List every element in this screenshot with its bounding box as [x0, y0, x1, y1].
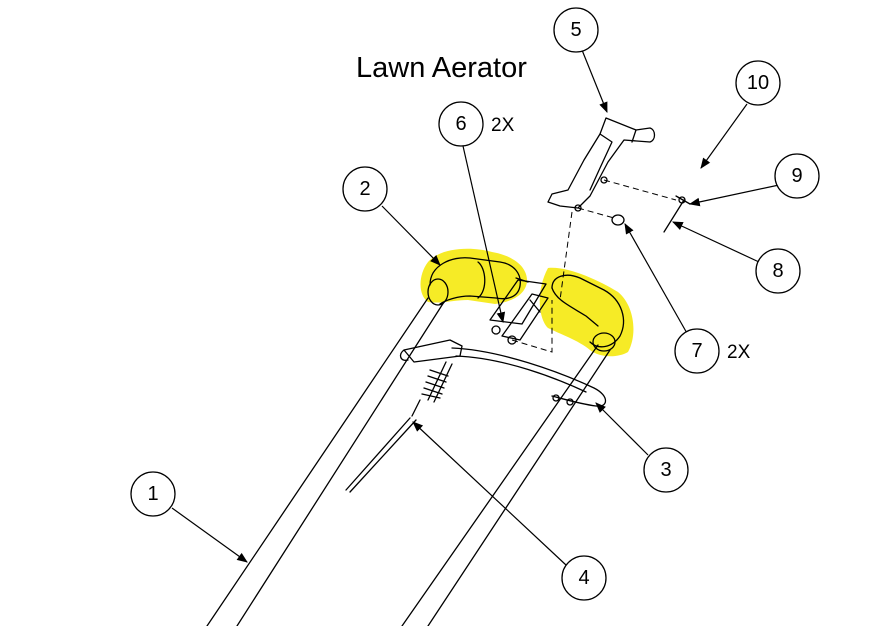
- assembly-lines: [559, 179, 677, 301]
- callout-4-number: 4: [578, 567, 589, 589]
- cable-assembly: [345, 339, 463, 493]
- callout-4: 4: [561, 555, 607, 601]
- callout-7-number: 7: [691, 340, 702, 362]
- callout-2: 2: [342, 166, 388, 212]
- callout-5-number: 5: [570, 19, 581, 41]
- callout-9-number: 9: [791, 165, 802, 187]
- control-bail: [451, 347, 607, 407]
- leader-lines: [171, 49, 780, 566]
- callout-10: 10: [735, 60, 781, 106]
- pin-and-clip: [663, 195, 691, 233]
- callout-8: 8: [755, 248, 801, 294]
- callout-1: 1: [130, 471, 176, 517]
- grip-highlight: [420, 248, 634, 357]
- callout-7: 7 2X: [674, 328, 751, 374]
- callout-6-number: 6: [455, 113, 466, 135]
- callout-2-number: 2: [359, 178, 370, 200]
- diagram-title: Lawn Aerator: [356, 52, 527, 84]
- callout-1-number: 1: [147, 483, 158, 505]
- callout-7-quantity: 2X: [727, 342, 751, 363]
- callout-3-number: 3: [660, 459, 671, 481]
- center-bracket: [489, 277, 553, 353]
- upper-bracket: [547, 117, 656, 212]
- callout-8-number: 8: [772, 260, 783, 282]
- callout-10-number: 10: [747, 72, 769, 94]
- callout-6: 6 2X: [438, 101, 515, 147]
- callout-9: 9: [774, 153, 820, 199]
- grips: [427, 257, 625, 352]
- callout-3: 3: [643, 447, 689, 493]
- handle-frame: [206, 297, 611, 626]
- callout-5: 5: [553, 7, 599, 53]
- callout-6-quantity: 2X: [491, 115, 515, 136]
- nut: [611, 214, 625, 226]
